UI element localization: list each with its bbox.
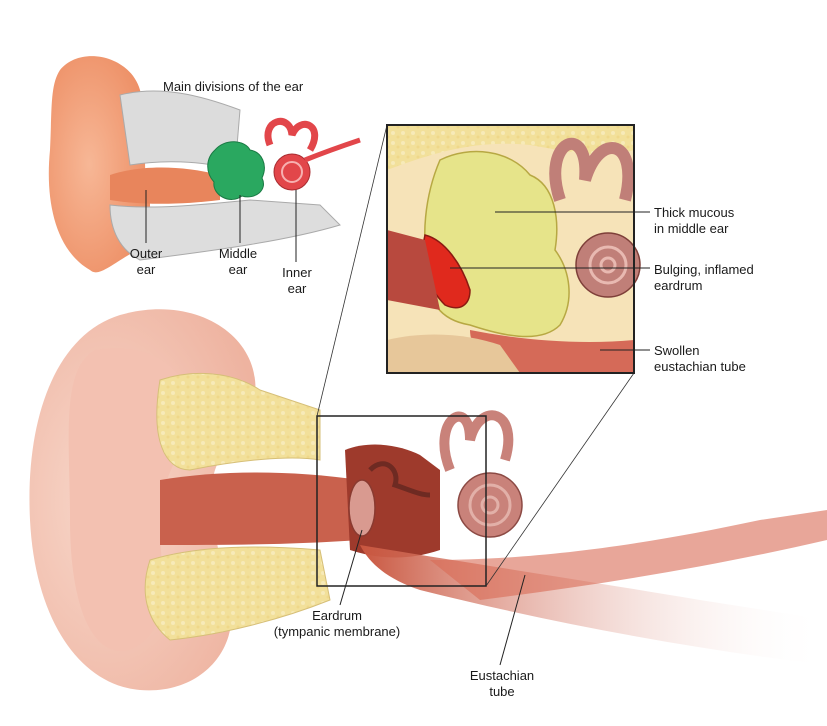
temporal-bone-grey-lower: [109, 199, 341, 261]
ear-canal: [160, 472, 360, 545]
eardrum-shape: [348, 479, 376, 537]
inset-canal: [387, 230, 440, 310]
zoom-box: [316, 415, 487, 587]
muscle-band: [430, 510, 827, 600]
top-diagram-title: Main divisions of the ear: [163, 79, 304, 94]
ossicles: [368, 461, 431, 498]
label-eardrum: Eardrum(tympanic membrane): [273, 608, 401, 639]
inner-ear-red: [264, 117, 361, 191]
inset-cochlea: [549, 137, 641, 298]
main-ear-diagram: [29, 124, 827, 691]
cochlea: [439, 410, 523, 538]
temporal-bone-grey: [119, 90, 241, 171]
bone-lower: [144, 546, 331, 641]
inset-bone-top: [387, 125, 634, 170]
top-divisions-diagram: [48, 56, 361, 273]
outer-ear-canal: [110, 167, 220, 204]
middle-ear-green: [207, 141, 265, 200]
bone-upper: [156, 373, 321, 471]
inset-zoom: [386, 124, 650, 374]
